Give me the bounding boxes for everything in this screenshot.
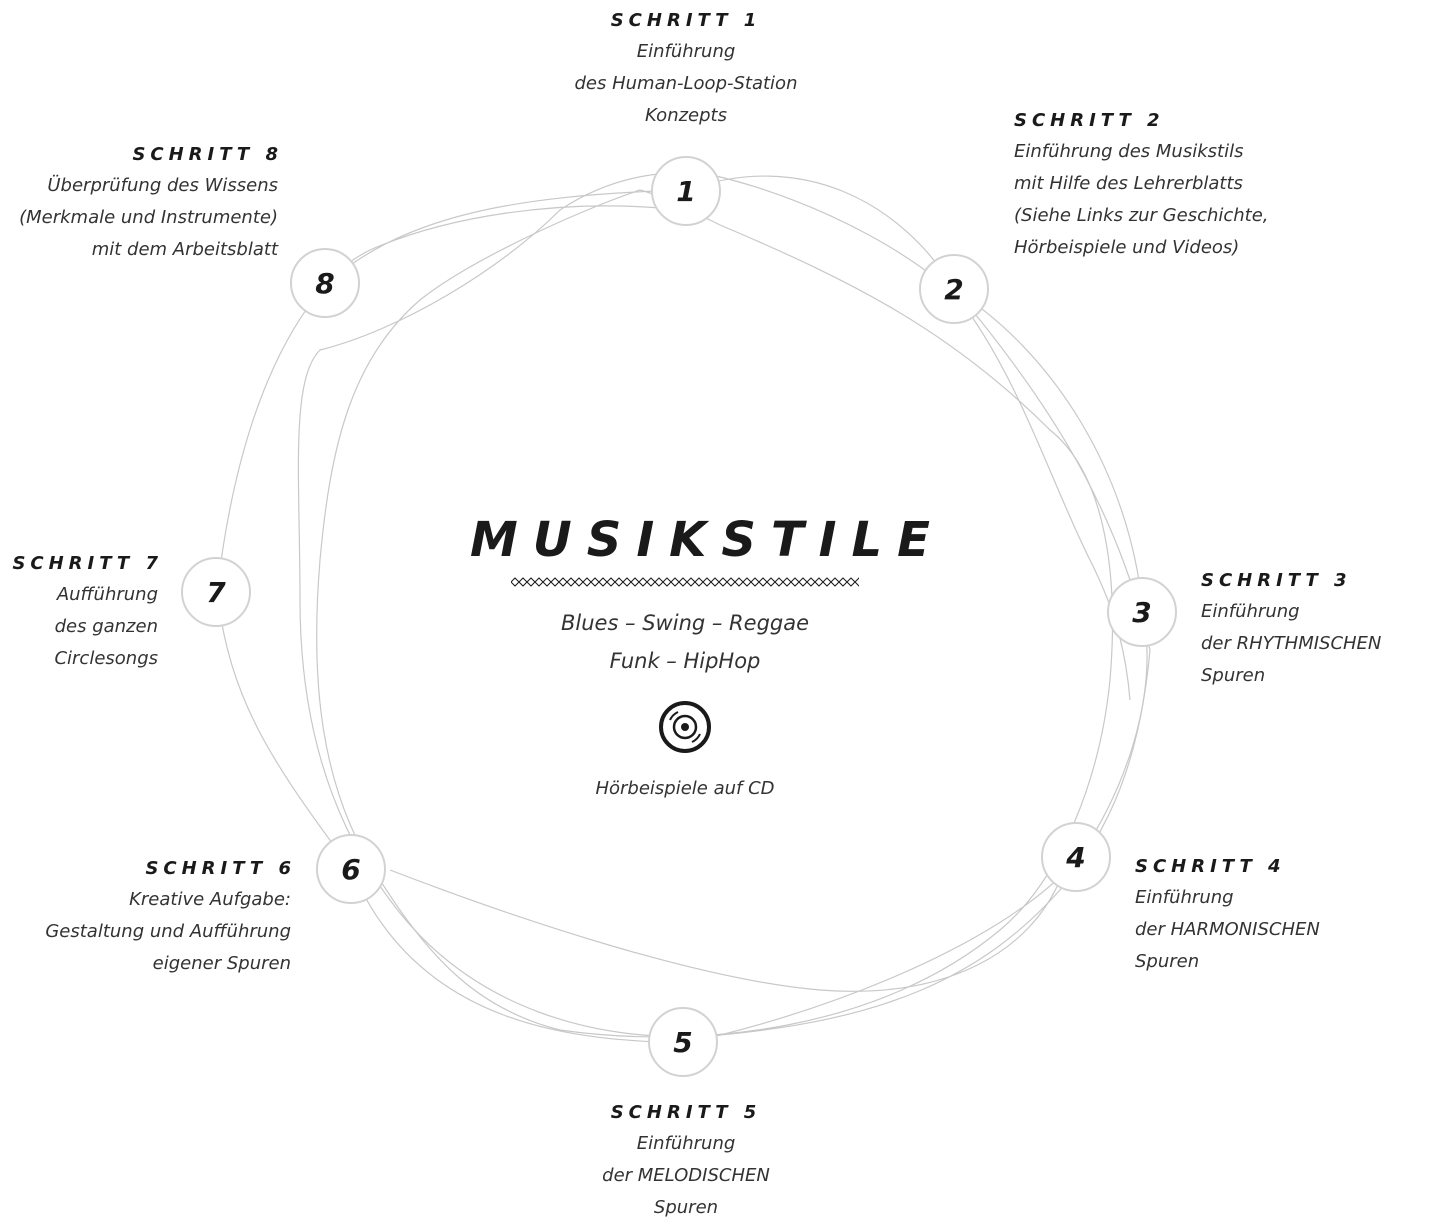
step-2-heading: SCHRITT 2 (1014, 110, 1165, 131)
step-8-node: 8 (290, 248, 360, 318)
step-8-heading: SCHRITT 8 (132, 144, 283, 165)
step-3-line: Einführung (1201, 601, 1300, 622)
step-6-line: Kreative Aufgabe: (129, 889, 291, 910)
step-2-line: Hörbeispiele und Videos) (1014, 237, 1240, 258)
step-6-line: eigener Spuren (152, 953, 291, 974)
step-7-node: 7 (181, 557, 251, 627)
step-4-text: SCHRITT 4 Einführung der HARMONISCHEN Sp… (1135, 855, 1395, 978)
step-5-text: SCHRITT 5 Einführung der MELODISCHEN Spu… (536, 1101, 836, 1224)
step-3-line: Spuren (1201, 665, 1266, 686)
step-8-line: Überprüfung des Wissens (47, 175, 278, 196)
cd-disc-icon (659, 701, 711, 753)
step-1-heading: SCHRITT 1 (610, 10, 762, 31)
step-8-line: mit dem Arbeitsblatt (91, 239, 278, 260)
center-block: MUSIKSTILE Blues – Swing – Reggae Funk –… (455, 510, 945, 799)
step-3-heading: SCHRITT 3 (1201, 570, 1352, 591)
cd-caption: Hörbeispiele auf CD (595, 778, 775, 799)
step-7-text: SCHRITT 7 Aufführung des ganzen Circleso… (0, 552, 158, 675)
step-6-heading: SCHRITT 6 (145, 858, 296, 879)
step-6-node: 6 (316, 834, 386, 904)
step-5-heading: SCHRITT 5 (610, 1102, 762, 1123)
zigzag-divider (511, 577, 859, 587)
step-7-line: Circlesongs (54, 648, 158, 669)
step-8-line: (Merkmale und Instrumente) (19, 207, 278, 228)
step-2-line: mit Hilfe des Lehrerblatts (1014, 173, 1243, 194)
step-4-node: 4 (1041, 822, 1111, 892)
step-3-node: 3 (1107, 577, 1177, 647)
step-7-line: des ganzen (54, 616, 158, 637)
step-3-line: der RHYTHMISCHEN (1201, 633, 1382, 654)
step-1-text: SCHRITT 1 Einführung des Human-Loop-Stat… (536, 9, 836, 132)
step-4-line: Einführung (1135, 887, 1234, 908)
step-4-heading: SCHRITT 4 (1135, 856, 1286, 877)
step-6-line: Gestaltung und Aufführung (45, 921, 291, 942)
step-1-node: 1 (651, 156, 721, 226)
step-1-line: Einführung (636, 41, 736, 62)
step-5-line: Spuren (653, 1197, 719, 1218)
styles-line: Funk – HipHop (609, 649, 761, 673)
step-4-line: Spuren (1135, 951, 1200, 972)
step-2-text: SCHRITT 2 Einführung des Musikstils mit … (1014, 109, 1314, 264)
styles-line: Blues – Swing – Reggae (560, 611, 810, 635)
step-4-line: der HARMONISCHEN (1135, 919, 1320, 940)
step-1-line: Konzepts (645, 105, 727, 126)
diagram-title: MUSIKSTILE (470, 512, 945, 568)
step-2-node: 2 (919, 254, 989, 324)
step-5-node: 5 (648, 1007, 718, 1077)
step-5-line: Einführung (636, 1133, 736, 1154)
step-1-line: des Human-Loop-Station (574, 73, 798, 94)
step-3-text: SCHRITT 3 Einführung der RHYTHMISCHEN Sp… (1201, 569, 1426, 692)
step-2-line: (Siehe Links zur Geschichte, (1014, 205, 1269, 226)
step-7-line: Aufführung (56, 584, 158, 605)
step-8-text: SCHRITT 8 Überprüfung des Wissens (Merkm… (0, 143, 278, 266)
step-2-line: Einführung des Musikstils (1014, 141, 1244, 162)
step-7-heading: SCHRITT 7 (12, 553, 163, 574)
step-6-text: SCHRITT 6 Kreative Aufgabe: Gestaltung u… (0, 857, 291, 980)
step-5-line: der MELODISCHEN (602, 1165, 770, 1186)
